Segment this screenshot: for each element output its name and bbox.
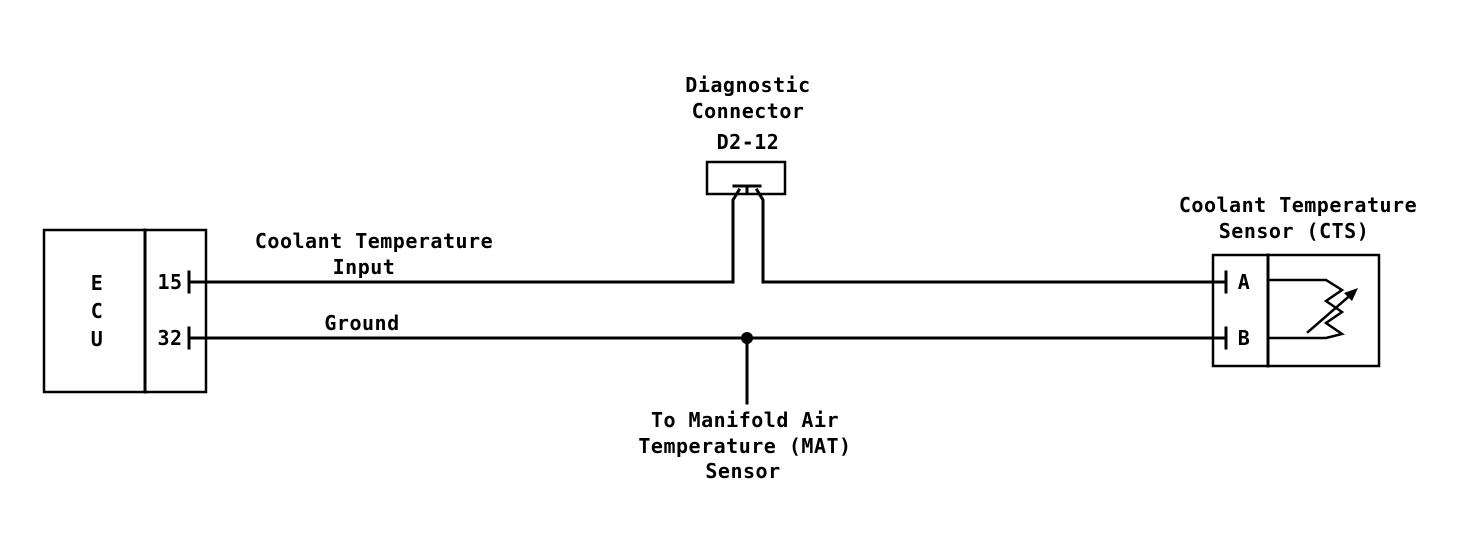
ecu-letter-u: U [91, 327, 104, 351]
mat-label-line2: Temperature (MAT) [638, 434, 851, 458]
ground-wire-label: Ground [324, 311, 399, 335]
ecu-pin-15-label: 15 [157, 270, 182, 294]
sensor-outer-box [1211, 253, 1381, 368]
ecu-pin-32-label: 32 [157, 326, 182, 350]
ground-wire: Ground [187, 311, 1226, 405]
diagnostic-connector-label-line1: Diagnostic [685, 73, 810, 97]
mat-label-line3: Sensor [705, 459, 780, 483]
sensor-pin-a-label: A [1238, 270, 1251, 294]
sensor-label-line1: Coolant Temperature [1179, 193, 1417, 217]
diagnostic-connector-label-line3: D2-12 [717, 130, 780, 154]
coolant-temperature-sensor: A B Coolant Temperature Sensor (CTS) [1179, 193, 1417, 368]
diagnostic-connector: Diagnostic Connector D2-12 [685, 73, 810, 196]
input-wire: Coolant Temperature Input [187, 187, 1226, 284]
input-wire-right-segment [754, 187, 1226, 284]
input-wire-label-line1: Coolant Temperature [255, 229, 493, 253]
thermistor-arrowhead-icon [1344, 288, 1358, 301]
mat-branch-label: To Manifold Air Temperature (MAT) Sensor [638, 408, 851, 483]
ecu-letter-c: C [91, 299, 104, 323]
input-wire-label-line2: Input [333, 255, 396, 279]
ecu-outer-box [42, 228, 208, 394]
ecu-letter-e: E [91, 271, 104, 295]
mat-label-line1: To Manifold Air [651, 408, 839, 432]
thermistor-icon [1266, 278, 1345, 340]
diagnostic-connector-label-line2: Connector [692, 99, 805, 123]
sensor-label-line2: Sensor (CTS) [1219, 219, 1370, 243]
diagnostic-connector-box [705, 160, 787, 196]
sensor-pin-b-label: B [1238, 326, 1251, 350]
thermistor-variable-arrow [1306, 290, 1356, 334]
ecu-module: E C U 15 32 [42, 228, 208, 394]
